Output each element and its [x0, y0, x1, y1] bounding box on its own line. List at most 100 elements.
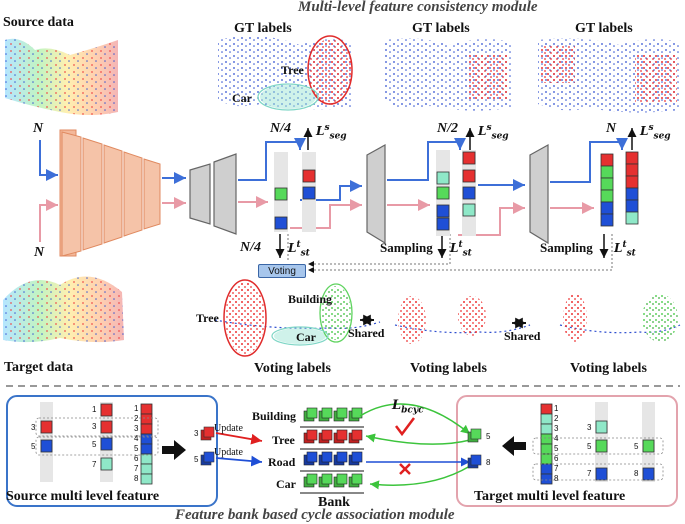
- car-label-voting: Car: [296, 330, 316, 344]
- selected-source-cubes: [200, 426, 215, 466]
- target-mid-7: 7: [587, 469, 592, 478]
- target-feature-box: [456, 395, 678, 507]
- loss-bcyc: Lbcyc: [392, 398, 424, 416]
- check-mark-icon: [395, 417, 415, 437]
- gt-label-3: GT labels: [575, 21, 633, 36]
- update-arrows: [215, 432, 263, 467]
- bank-cube: [306, 407, 318, 419]
- bank-cube: [306, 451, 318, 463]
- source-feature-columns: [40, 402, 153, 485]
- building-label-voting: Building: [288, 292, 333, 306]
- decoder-3: [529, 143, 549, 245]
- bank-class-road: Road: [268, 455, 296, 469]
- target-idx-6: 6: [554, 454, 559, 463]
- bank-cube: [336, 407, 348, 419]
- bank-cube: [351, 407, 363, 419]
- source-right-1: 1: [134, 404, 139, 413]
- target-right-8: 8: [634, 469, 639, 478]
- target-idx-3: 3: [554, 424, 559, 433]
- loss-seg-1: Lsseg: [316, 123, 347, 142]
- n-target: N: [34, 245, 45, 260]
- target-point-cloud: [3, 276, 124, 343]
- tree-label-voting: Tree: [196, 311, 219, 325]
- target-feature-columns: [540, 402, 655, 485]
- target-idx-4: 4: [554, 434, 559, 443]
- decoder-1: [189, 153, 237, 235]
- bank-cube: [336, 429, 348, 441]
- source-right-8: 8: [134, 474, 139, 483]
- source-point-cloud: [5, 38, 118, 115]
- target-into-arrow: [502, 436, 526, 456]
- update-label-1: Update: [214, 423, 243, 434]
- shared-label-1: Shared: [348, 326, 385, 340]
- cross-mark-icon: [399, 463, 411, 475]
- decoder-2: [366, 143, 386, 245]
- bank-class-tree: Tree: [272, 433, 295, 447]
- voting-button: Voting: [258, 264, 306, 278]
- source-right-3: 3: [134, 424, 139, 433]
- source-right-6: 6: [134, 454, 139, 463]
- bank-cube: [321, 429, 333, 441]
- bank-cube: [351, 473, 363, 485]
- loss-seg-3: Lsseg: [640, 123, 671, 142]
- selected-source-5: 5: [194, 455, 199, 464]
- source-mid-3: 3: [92, 422, 97, 431]
- encoder-block: [59, 129, 161, 257]
- target-idx-1: 1: [554, 404, 559, 413]
- n-quarter-left: N/4: [240, 240, 261, 255]
- feature-columns-scale1: [274, 152, 316, 232]
- module-title-bottom: Feature bank based cycle association mod…: [175, 507, 455, 523]
- loss-st-2: Ltst: [450, 240, 472, 259]
- car-label-gt: Car: [232, 91, 252, 105]
- target-feature-label: Target multi level feature: [474, 489, 626, 504]
- shared-arrows: [360, 314, 526, 329]
- target-idx-2: 2: [554, 414, 559, 423]
- bank-cube: [306, 473, 318, 485]
- bank-cube: [351, 451, 363, 463]
- target-right-5: 5: [634, 442, 639, 451]
- cycle-arrows: [359, 403, 471, 490]
- source-mid-7: 7: [92, 460, 97, 469]
- bank-cube: [351, 429, 363, 441]
- update-label-2: Update: [214, 447, 243, 458]
- source-data-label: Source data: [3, 15, 74, 30]
- gt-label-1: GT labels: [234, 21, 292, 36]
- sampling-label-2: Sampling: [540, 240, 593, 255]
- bank-cube: [336, 473, 348, 485]
- loss-st-3: Ltst: [614, 240, 636, 259]
- source-dashed-links: [35, 417, 159, 456]
- bank-cubes: [303, 407, 363, 488]
- selected-source-3: 3: [194, 429, 199, 438]
- target-dashed-links: [532, 437, 664, 481]
- voting-cloud-1: [214, 279, 381, 357]
- source-right-5: 5: [134, 444, 139, 453]
- source-to-selected-arrow: [162, 440, 186, 460]
- voting-label-3: Voting labels: [570, 361, 647, 376]
- sampling-label-1: Sampling: [380, 240, 433, 255]
- source-right-7: 7: [134, 464, 139, 473]
- source-mid-1: 1: [92, 405, 97, 414]
- target-idx-7: 7: [554, 464, 559, 473]
- gt-cloud-2: [385, 38, 512, 111]
- target-data-label: Target data: [4, 360, 74, 375]
- bank-cube: [321, 451, 333, 463]
- gt-label-2: GT labels: [412, 21, 470, 36]
- selected-target-5: 5: [486, 432, 491, 441]
- source-right-4: 4: [134, 434, 139, 443]
- loss-st-1: Ltst: [288, 240, 310, 259]
- source-left-5: 5: [31, 442, 36, 451]
- gt-cloud-3: [538, 38, 680, 113]
- voting-cloud-3: [559, 294, 681, 342]
- selected-target-cubes: [467, 428, 482, 469]
- selected-target-8: 8: [486, 458, 491, 467]
- bank-cube: [336, 451, 348, 463]
- source-right-2: 2: [134, 414, 139, 423]
- source-mid-5: 5: [92, 440, 97, 449]
- feature-columns-scale3: [600, 151, 639, 227]
- bank-cube: [321, 473, 333, 485]
- voting-dotted-lines: [287, 234, 613, 273]
- target-idx-5: 5: [554, 444, 559, 453]
- bank-class-building: Building: [252, 409, 297, 423]
- bank-cube: [306, 429, 318, 441]
- voting-label-1: Voting labels: [254, 361, 331, 376]
